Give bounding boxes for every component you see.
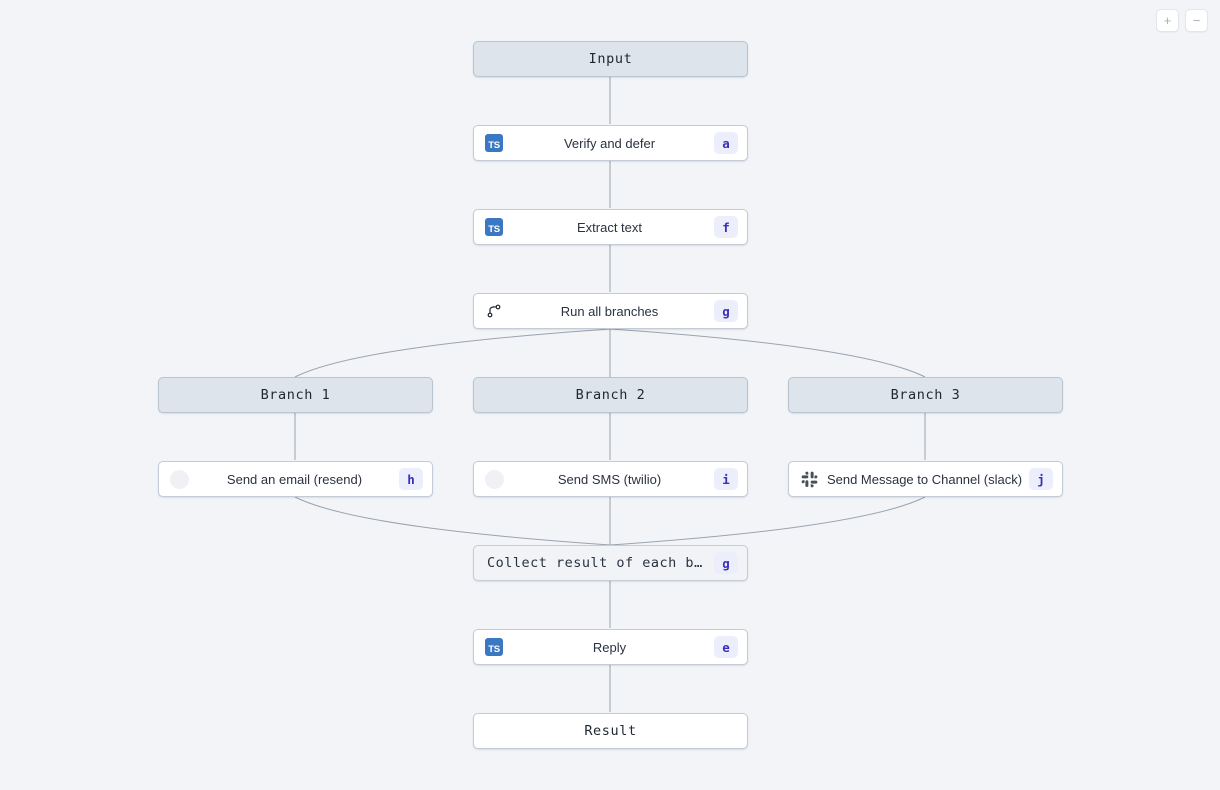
node-branch-1[interactable]: Branch 1 [158,377,433,413]
node-send-email-title: Send an email (resend) [226,471,363,487]
typescript-icon: TS [483,636,505,658]
node-extract-badge[interactable]: f [714,216,738,238]
zoom-in-button[interactable]: + [1156,9,1179,32]
resend-logo-icon [168,468,190,490]
node-verify-badge[interactable]: a [714,132,738,154]
node-send-slack-message-badge[interactable]: j [1029,468,1053,490]
edge-runall-branch1 [294,328,611,378]
minus-icon: − [1192,13,1201,28]
node-collect-result[interactable]: Collect result of each branch g [473,545,748,581]
node-send-email[interactable]: Send an email (resend) h [158,461,433,497]
typescript-icon-label: TS [485,134,503,152]
node-reply-title: Reply [592,639,627,655]
node-send-sms-badge[interactable]: i [714,468,738,490]
node-branch-2-title: Branch 2 [575,387,646,403]
edge-email-collect [294,496,611,546]
node-input-title: Input [588,51,633,67]
zoom-controls: + − [1156,9,1208,32]
zoom-out-button[interactable]: − [1185,9,1208,32]
edge-runall-branch3 [609,328,926,378]
plus-icon: + [1163,13,1172,28]
typescript-icon-label: TS [485,218,503,236]
node-verify-title: Verify and defer [563,135,656,151]
node-run-all-branches-title: Run all branches [560,303,659,319]
node-extract-title: Extract text [576,219,643,235]
twilio-logo-placeholder [484,469,504,489]
edge-slack-collect [609,496,926,546]
node-result-title: Result [584,723,637,739]
node-reply-badge[interactable]: e [714,636,738,658]
node-run-all-branches[interactable]: Run all branches g [473,293,748,329]
node-collect-result-badge[interactable]: g [714,552,738,574]
node-branch-3[interactable]: Branch 3 [788,377,1063,413]
twilio-logo-icon [483,468,505,490]
node-result[interactable]: Result [473,713,748,749]
typescript-icon-label: TS [485,638,503,656]
node-branch-3-title: Branch 3 [890,387,961,403]
typescript-icon: TS [483,216,505,238]
git-branch-icon [483,300,505,322]
node-branch-2[interactable]: Branch 2 [473,377,748,413]
node-extract-text[interactable]: TS Extract text f [473,209,748,245]
node-verify-and-defer[interactable]: TS Verify and defer a [473,125,748,161]
node-send-sms[interactable]: Send SMS (twilio) i [473,461,748,497]
node-collect-result-title: Collect result of each branch [487,555,714,571]
slack-logo-icon [798,468,820,490]
resend-logo-placeholder [169,469,189,489]
node-run-all-branches-badge[interactable]: g [714,300,738,322]
node-send-slack-message-title: Send Message to Channel (slack) [826,471,1023,487]
node-reply[interactable]: TS Reply e [473,629,748,665]
node-branch-1-title: Branch 1 [260,387,331,403]
node-send-sms-title: Send SMS (twilio) [557,471,662,487]
node-send-email-badge[interactable]: h [399,468,423,490]
node-input[interactable]: Input [473,41,748,77]
typescript-icon: TS [483,132,505,154]
node-send-slack-message[interactable]: Send Message to Channel (slack) j [788,461,1063,497]
